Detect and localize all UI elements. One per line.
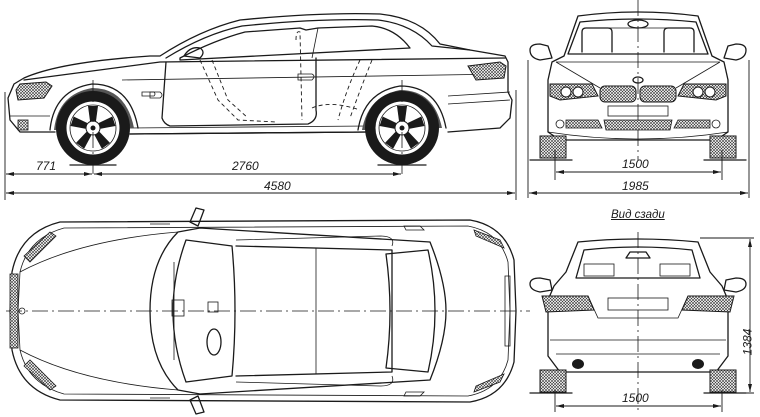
front-overhang-label: 771: [36, 159, 57, 173]
rear-view: [529, 232, 754, 412]
rear-view-caption: Вид сзади: [611, 209, 665, 221]
front-track-label: 1500: [622, 157, 649, 171]
top-view: [6, 207, 530, 415]
front-view: [527, 0, 750, 198]
rear-track-label: 1500: [622, 391, 649, 405]
overall-length-label: 4580: [264, 179, 291, 193]
overall-width-label: 1985: [622, 179, 649, 193]
overall-height-label: 1384: [740, 328, 755, 356]
wheelbase-label: 2760: [232, 159, 259, 173]
side-view: [4, 12, 517, 200]
